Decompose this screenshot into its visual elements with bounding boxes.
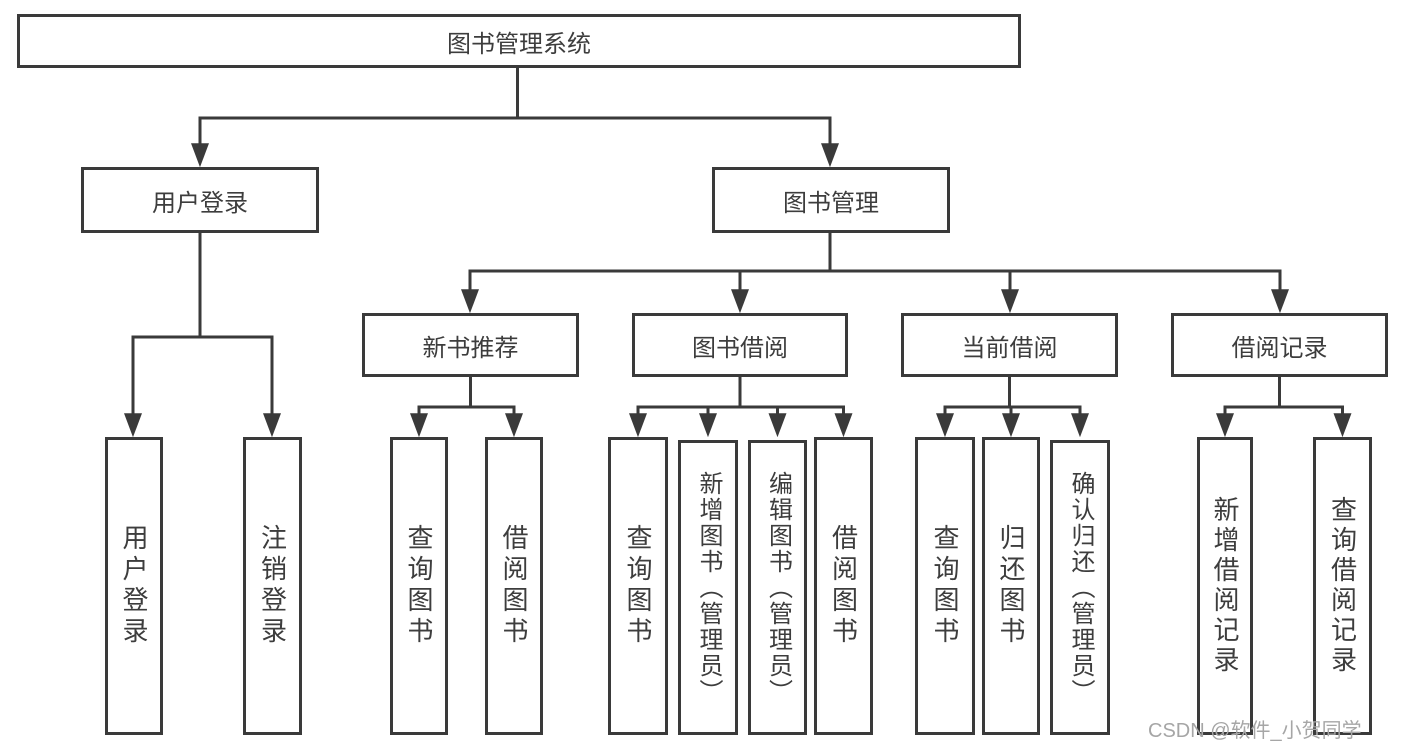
leaf-edit-books-admin-label: 编辑图书（管理员） — [764, 470, 792, 705]
leaf-edit-books-admin: 编辑图书（管理员） — [748, 440, 807, 735]
leaf-query-borrow-record: 查询借阅记录 — [1313, 437, 1372, 735]
node-book-borrow: 图书借阅 — [632, 313, 848, 377]
node-user-login-label: 用户登录 — [152, 189, 248, 217]
leaf-return-books-label: 归还图书 — [996, 524, 1026, 648]
leaf-query-books-current-label: 查询图书 — [930, 524, 960, 648]
node-book-management-label: 图书管理 — [783, 189, 879, 217]
node-new-book-recommend-label: 新书推荐 — [422, 334, 519, 362]
node-current-borrow-label: 当前借阅 — [961, 334, 1058, 362]
node-book-management: 图书管理 — [712, 167, 950, 233]
leaf-query-books-borrow-label: 查询图书 — [623, 524, 653, 648]
leaf-add-books-admin: 新增图书（管理员） — [678, 440, 738, 735]
leaf-logout-label: 注销登录 — [257, 524, 288, 648]
leaf-query-books-recommend-label: 查询图书 — [404, 524, 434, 648]
leaf-return-books: 归还图书 — [982, 437, 1040, 735]
leaf-borrow-books-recommend-label: 借阅图书 — [499, 524, 529, 648]
leaf-borrow-books-recommend: 借阅图书 — [485, 437, 543, 735]
leaf-user-login-label: 用户登录 — [119, 524, 149, 648]
leaf-query-borrow-record-label: 查询借阅记录 — [1327, 496, 1358, 676]
leaf-borrow-books: 借阅图书 — [814, 437, 873, 735]
node-current-borrow: 当前借阅 — [901, 313, 1118, 377]
node-book-borrow-label: 图书借阅 — [692, 334, 788, 362]
node-new-book-recommend: 新书推荐 — [362, 313, 579, 377]
node-root: 图书管理系统 — [17, 14, 1021, 68]
leaf-user-login: 用户登录 — [105, 437, 163, 735]
leaf-confirm-return-admin: 确认归还（管理员） — [1050, 440, 1110, 735]
leaf-add-borrow-record-label: 新增借阅记录 — [1210, 496, 1240, 676]
leaf-query-books-borrow: 查询图书 — [608, 437, 668, 735]
leaf-borrow-books-label: 借阅图书 — [828, 524, 859, 648]
leaf-confirm-return-admin-label: 确认归还（管理员） — [1067, 470, 1094, 705]
leaf-add-books-admin-label: 新增图书（管理员） — [695, 470, 722, 705]
leaf-query-books-recommend: 查询图书 — [390, 437, 448, 735]
node-borrow-records-label: 借阅记录 — [1231, 334, 1328, 362]
leaf-logout: 注销登录 — [243, 437, 302, 735]
leaf-add-borrow-record: 新增借阅记录 — [1197, 437, 1253, 735]
watermark: CSDN @软件_小贺同学 — [1148, 720, 1362, 742]
node-root-label: 图书管理系统 — [447, 30, 591, 58]
node-user-login: 用户登录 — [81, 167, 319, 233]
leaf-query-books-current: 查询图书 — [915, 437, 975, 735]
node-borrow-records: 借阅记录 — [1171, 313, 1388, 377]
